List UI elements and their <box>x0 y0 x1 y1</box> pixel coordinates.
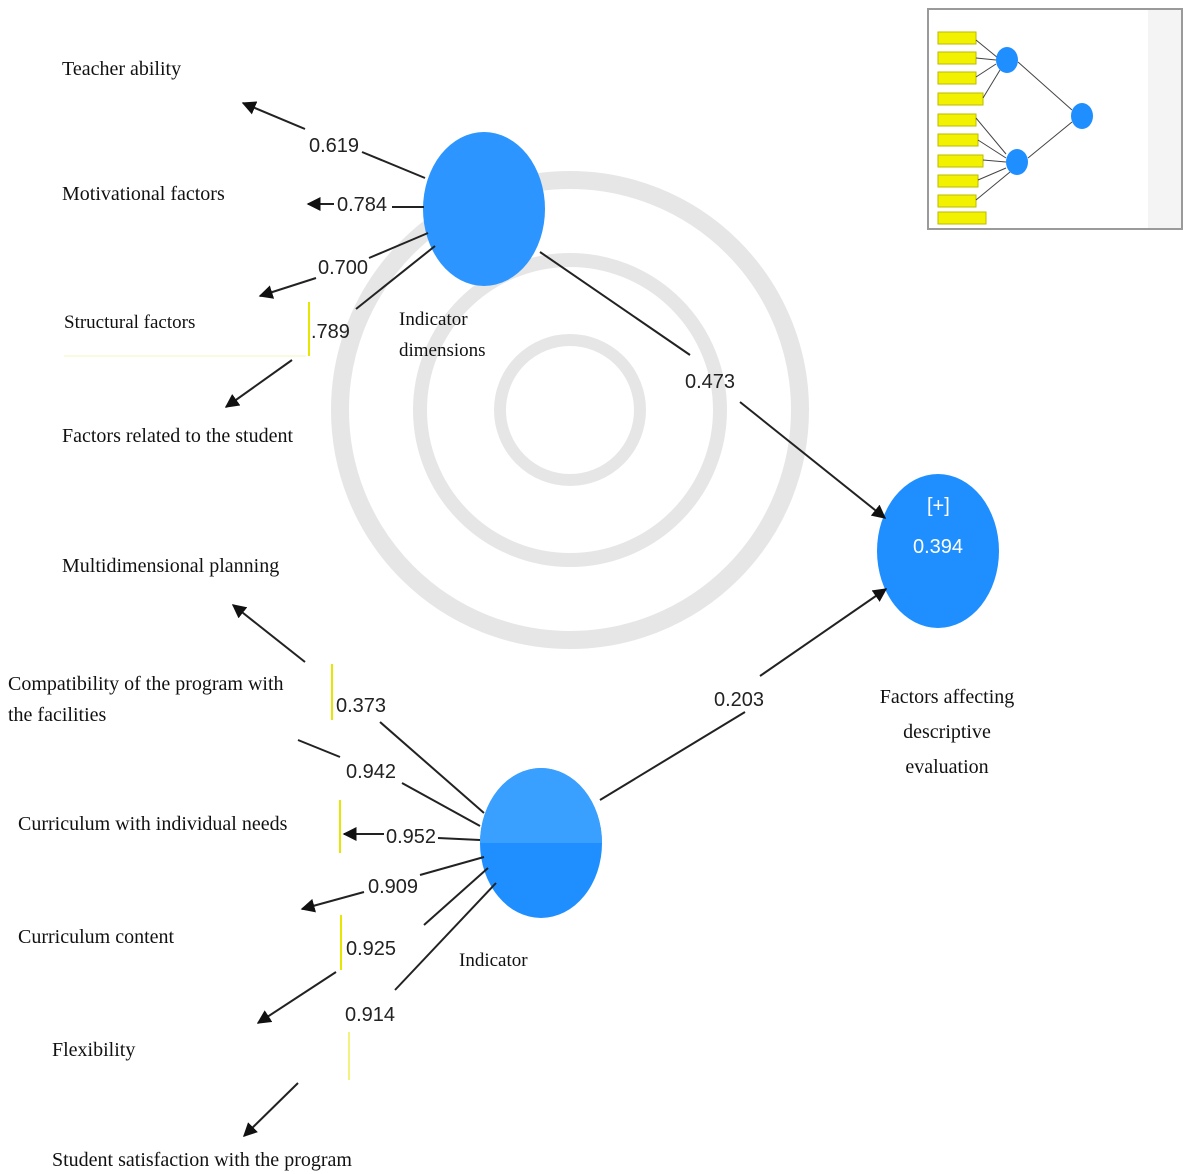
indicator-label-individual-needs: Curriculum with individual needs <box>18 813 288 835</box>
path-line-indicator-b <box>759 588 888 677</box>
path-coef-indicator: 0.203 <box>714 689 764 711</box>
loading-bottom-0: 0.373 <box>336 695 386 717</box>
loading-line-bottom-0a <box>231 604 306 663</box>
loading-top-3: .789 <box>311 321 350 343</box>
loading-line-bottom-4a <box>423 867 489 926</box>
loading-line-bottom-1b <box>401 782 481 827</box>
loading-top-1: 0.784 <box>337 194 387 216</box>
loading-line-top-0b <box>241 101 306 130</box>
loading-line-bottom-3b <box>300 891 365 913</box>
path-line-dimensions-b <box>739 401 887 519</box>
outcome-expand-toggle[interactable]: [+] <box>927 495 950 517</box>
overview-thumbnail[interactable] <box>927 8 1183 230</box>
outcome-label-3: evaluation <box>905 756 988 778</box>
loading-line-bottom-4b <box>256 971 337 1024</box>
loading-top-0: 0.619 <box>309 135 359 157</box>
loading-line-bottom-3a <box>419 856 485 876</box>
construct-indicator-dimensions[interactable] <box>423 132 545 286</box>
loading-line-top-2a <box>368 232 429 259</box>
outcome-label-1: Factors affecting <box>880 686 1015 708</box>
outcome-r-squared: 0.394 <box>913 536 963 558</box>
path-line-dimensions-a <box>539 251 691 356</box>
loading-line-bottom-2b <box>437 837 481 841</box>
loading-line-bottom-0b <box>379 721 485 814</box>
indicator-label-structural: Structural factors <box>64 312 195 333</box>
loading-bottom-1: 0.942 <box>346 761 396 783</box>
loading-bottom-5: 0.914 <box>345 1004 395 1026</box>
construct-outcome[interactable] <box>877 474 999 628</box>
indicator-label-satisfaction: Student satisfaction with the program <box>52 1149 352 1171</box>
watermark-emblem <box>331 171 809 649</box>
loading-line-bottom-5a <box>394 882 497 991</box>
outcome-label-2: descriptive <box>903 721 991 743</box>
loading-bottom-3: 0.909 <box>368 876 418 898</box>
loading-line-top-3b <box>224 359 293 408</box>
loading-line-top-3a <box>355 245 436 310</box>
construct-indicator[interactable] <box>480 768 602 918</box>
loading-line-bottom-1a <box>297 739 341 758</box>
construct-dimensions-label-1: Indicator <box>399 309 468 330</box>
construct-indicator-label: Indicator <box>459 950 528 971</box>
thumbnail-paths <box>975 39 1073 201</box>
indicator-label-motivational: Motivational factors <box>62 183 225 205</box>
loading-line-top-2b <box>258 277 317 299</box>
indicator-label-multidimensional: Multidimensional planning <box>62 555 279 577</box>
indicator-label-flexibility: Flexibility <box>52 1039 135 1061</box>
loading-bottom-4: 0.925 <box>346 938 396 960</box>
indicator-label-teacher-ability: Teacher ability <box>62 58 181 80</box>
path-line-indicator-a <box>599 711 746 801</box>
loading-bottom-2: 0.952 <box>386 826 436 848</box>
construct-dimensions-label-2: dimensions <box>399 340 486 361</box>
indicator-label-compatibility-1: Compatibility of the program with <box>8 673 284 695</box>
indicator-label-compatibility-2: the facilities <box>8 704 107 726</box>
indicator-label-curriculum-content: Curriculum content <box>18 926 175 948</box>
path-coef-dimensions: 0.473 <box>685 371 735 393</box>
loading-line-top-0a <box>361 151 426 179</box>
loading-top-2: 0.700 <box>318 257 368 279</box>
thumbnail-indicator-boxes <box>937 31 987 225</box>
loading-line-bottom-5b <box>243 1082 299 1137</box>
indicator-label-student: Factors related to the student <box>62 425 293 447</box>
